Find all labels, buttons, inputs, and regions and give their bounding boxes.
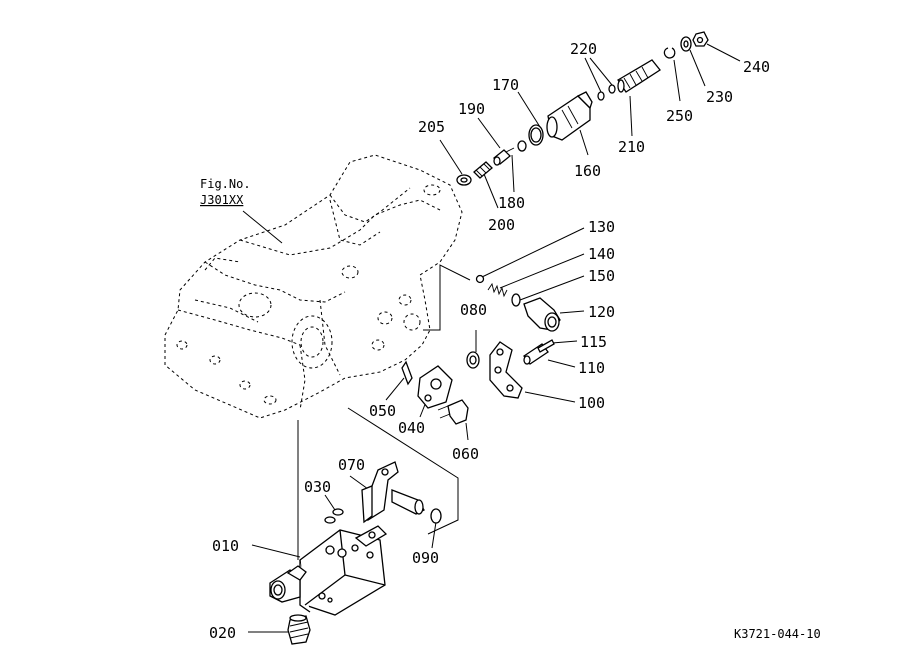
part-070-bracket xyxy=(354,461,425,547)
callout-060: 060 xyxy=(452,445,479,463)
part-140-spring xyxy=(487,282,508,298)
part-240-nut xyxy=(692,31,709,47)
callout-130: 130 xyxy=(588,218,615,236)
part-010-valve-body xyxy=(269,529,386,616)
part-190-poppet xyxy=(493,147,515,166)
callout-090: 090 xyxy=(412,549,439,567)
callout-240: 240 xyxy=(743,58,770,76)
callout-010: 010 xyxy=(212,537,239,555)
part-250-snap-ring xyxy=(663,47,676,59)
callout-170: 170 xyxy=(492,76,519,94)
callout-050: 050 xyxy=(369,402,396,420)
part-120-plug xyxy=(523,297,561,332)
part-100-lever xyxy=(489,341,523,399)
callout-140: 140 xyxy=(588,245,615,263)
callout-205: 205 xyxy=(418,118,445,136)
callout-030: 030 xyxy=(304,478,331,496)
part-030-o-rings xyxy=(324,508,344,524)
callout-180: 180 xyxy=(498,194,525,212)
part-130-ball xyxy=(475,274,485,284)
callout-040: 040 xyxy=(398,419,425,437)
callout-120: 120 xyxy=(588,303,615,321)
callout-150: 150 xyxy=(588,267,615,285)
part-160-valve-seat xyxy=(546,91,593,141)
part-180-o-ring xyxy=(517,140,527,152)
part-210-spool xyxy=(617,59,661,93)
part-205-washer xyxy=(456,174,472,186)
part-230-washer xyxy=(680,36,692,52)
callout-190: 190 xyxy=(458,100,485,118)
part-080-washer xyxy=(466,351,480,369)
callout-200: 200 xyxy=(488,216,515,234)
callout-100: 100 xyxy=(578,394,605,412)
part-040-plate xyxy=(417,365,453,409)
part-020-plug xyxy=(287,614,311,645)
part-115-pin xyxy=(537,339,555,353)
callout-210: 210 xyxy=(618,138,645,156)
fig-ref-line1: Fig.No. xyxy=(200,177,251,191)
fig-ref-line2[interactable]: J301XX xyxy=(200,193,244,207)
part-200-spring xyxy=(473,161,493,179)
callout-115: 115 xyxy=(580,333,607,351)
housing-outline xyxy=(164,154,463,419)
part-050-pin xyxy=(401,360,413,386)
leader-lines xyxy=(242,43,741,633)
part-150-o-ring xyxy=(511,293,521,307)
part-090-snap-ring xyxy=(430,508,442,524)
callout-020: 020 xyxy=(209,624,236,642)
callout-080: 080 xyxy=(460,301,487,319)
callout-250: 250 xyxy=(666,107,693,125)
callout-070: 070 xyxy=(338,456,365,474)
callout-110: 110 xyxy=(578,359,605,377)
callout-160: 160 xyxy=(574,162,601,180)
part-060-bolt xyxy=(437,399,469,425)
callout-220: 220 xyxy=(570,40,597,58)
part-170-o-ring xyxy=(528,124,544,146)
callout-230: 230 xyxy=(706,88,733,106)
drawing-code: K3721-044-10 xyxy=(734,627,821,641)
part-220-o-rings xyxy=(597,84,616,101)
